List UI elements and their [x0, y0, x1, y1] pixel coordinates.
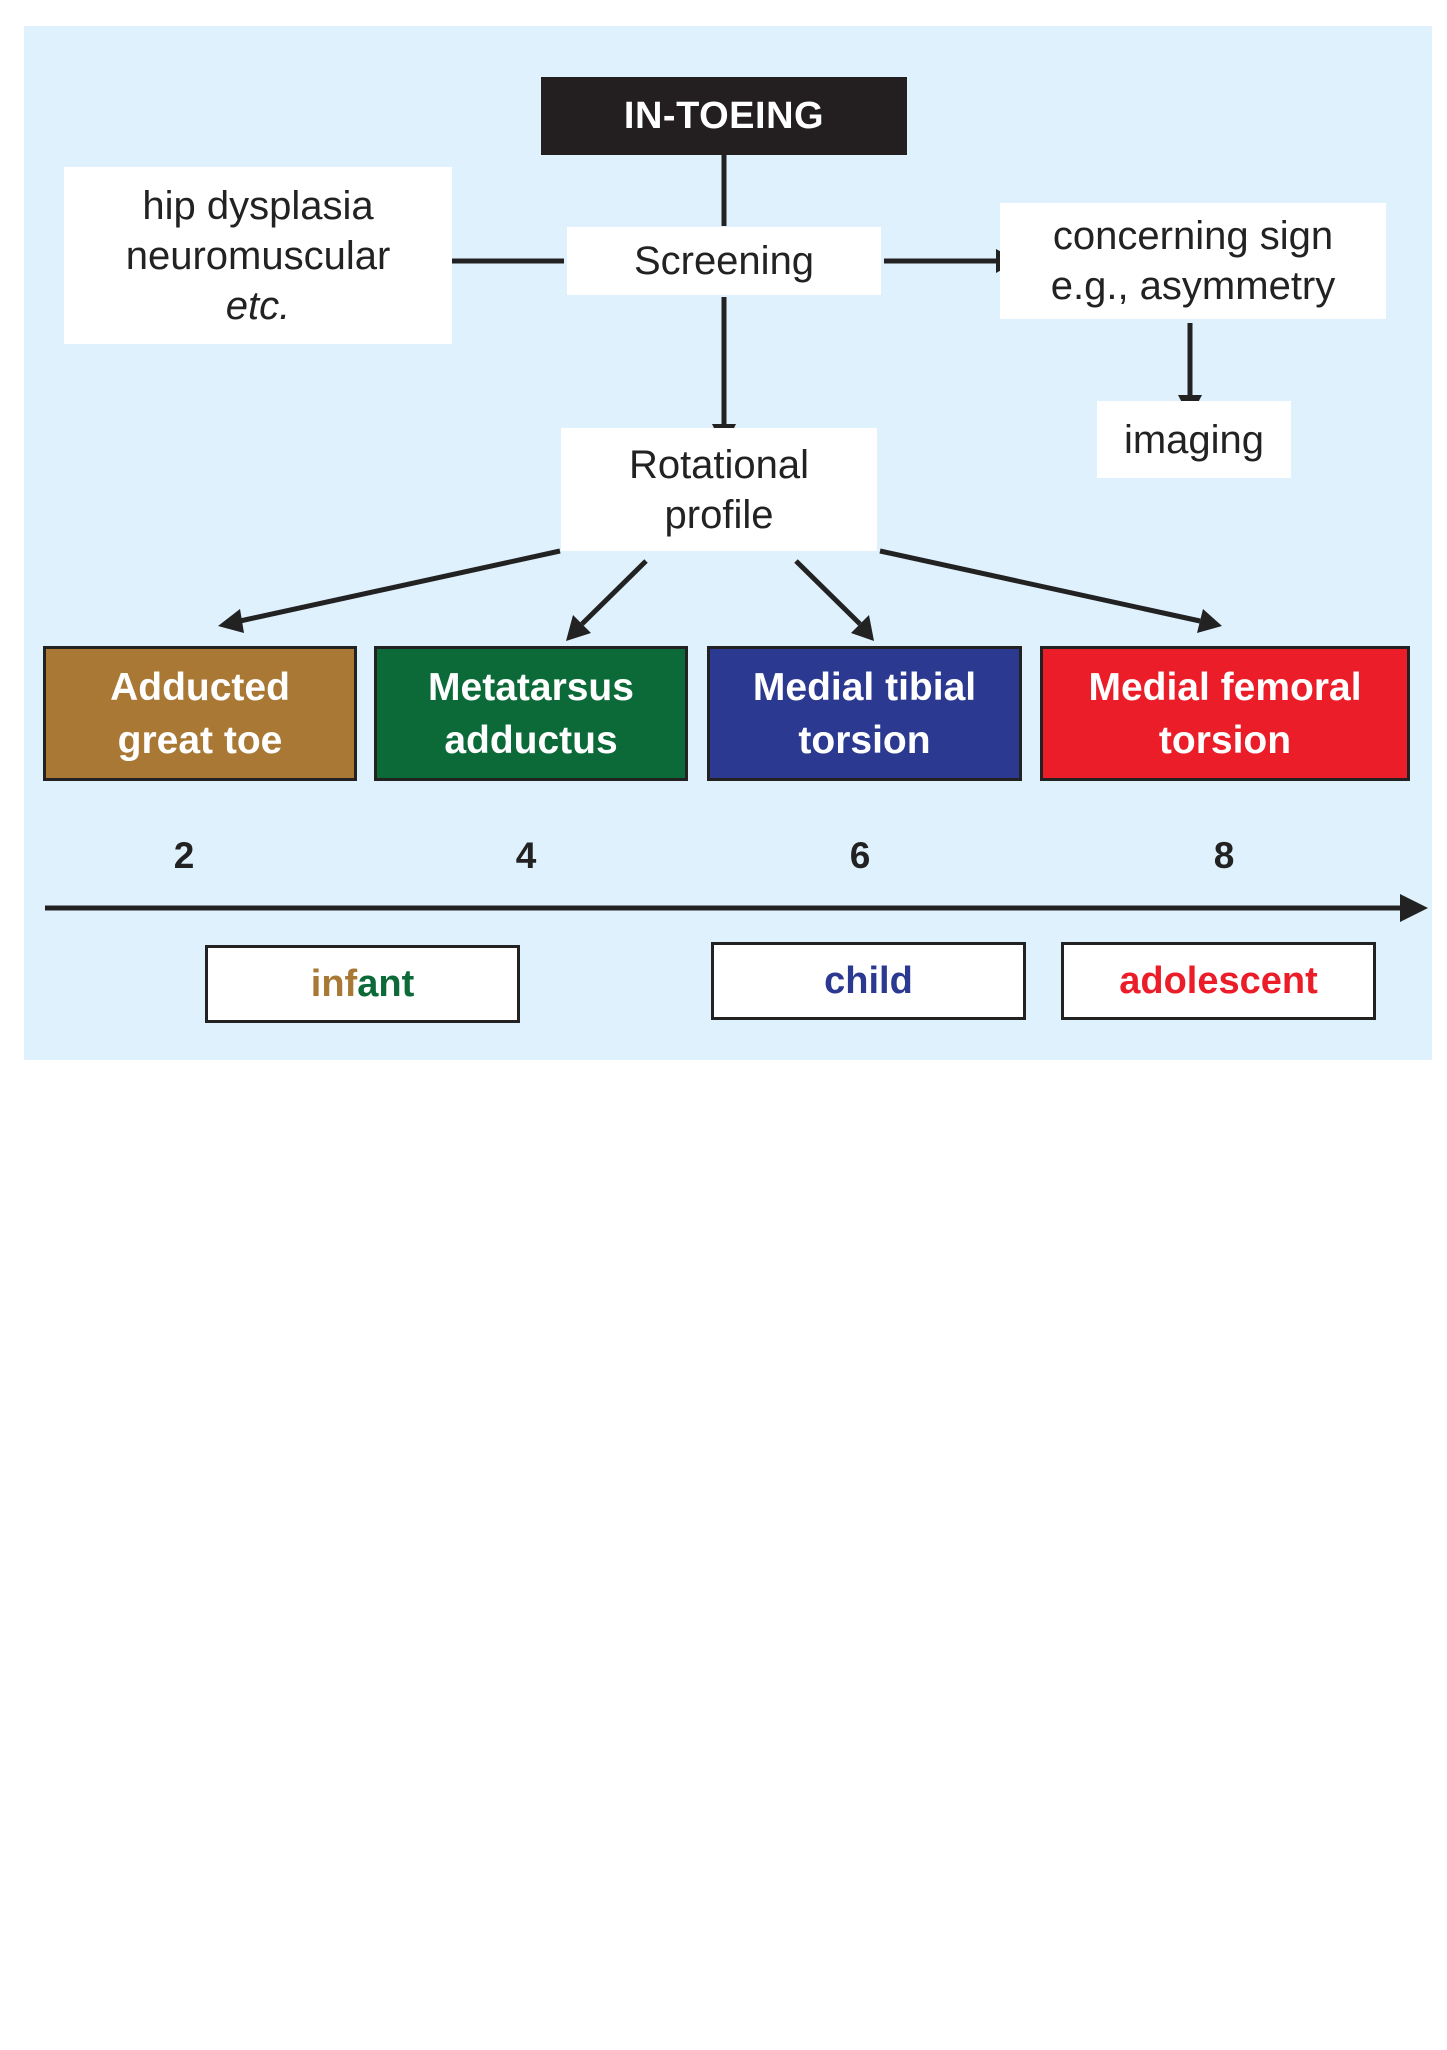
concerning-line-2: e.g., asymmetry	[1050, 264, 1336, 308]
infant-label-part-1: inf	[310, 962, 358, 1005]
rotational-line-2: profile	[664, 492, 774, 537]
rotational-line-1: Rotational	[628, 442, 810, 487]
timeline-tick-4: 4	[515, 835, 537, 876]
rotational-profile-box: Rotational profile	[561, 428, 877, 551]
category-line-1: Medial tibial	[752, 665, 977, 709]
child-label: child	[824, 959, 913, 1002]
timeline-tick-6: 6	[849, 835, 871, 876]
concerning-sign-box: concerning sign e.g., asymmetry	[1000, 203, 1386, 319]
category-line-1: Medial femoral	[1088, 665, 1362, 709]
category-line-2: torsion	[1158, 718, 1292, 762]
in-toeing-title: IN-TOEING	[541, 77, 907, 155]
category-medial-femoral-torsion: Medial femoral torsion	[1040, 646, 1410, 781]
timeline-tick-2: 2	[173, 835, 195, 876]
differential-line-3: etc.	[225, 283, 291, 328]
infant-label-part-2: ant	[357, 962, 415, 1005]
category-line-2: torsion	[798, 718, 931, 762]
differential-box: hip dysplasia neuromuscular etc.	[64, 167, 452, 344]
imaging-box: imaging	[1097, 401, 1291, 478]
category-medial-tibial-torsion: Medial tibial torsion	[707, 646, 1022, 781]
screening-label: Screening	[633, 239, 815, 283]
timeline-tick-8: 8	[1213, 835, 1235, 876]
category-line-2: adductus	[444, 718, 618, 762]
age-group-child: child	[711, 942, 1026, 1020]
category-line-1: Metatarsus	[428, 665, 634, 709]
concerning-line-1: concerning sign	[1052, 214, 1334, 258]
age-group-adolescent: adolescent	[1061, 942, 1376, 1020]
differential-line-2: neuromuscular	[125, 233, 391, 278]
adolescent-label: adolescent	[1119, 959, 1318, 1002]
screening-box: Screening	[567, 227, 881, 295]
category-line-2: great toe	[117, 718, 283, 762]
category-adducted-great-toe: Adducted great toe	[43, 646, 357, 781]
differential-line-1: hip dysplasia	[142, 183, 374, 228]
category-metatarsus-adductus: Metatarsus adductus	[374, 646, 688, 781]
category-line-1: Adducted	[110, 665, 290, 709]
imaging-label: imaging	[1123, 417, 1265, 462]
